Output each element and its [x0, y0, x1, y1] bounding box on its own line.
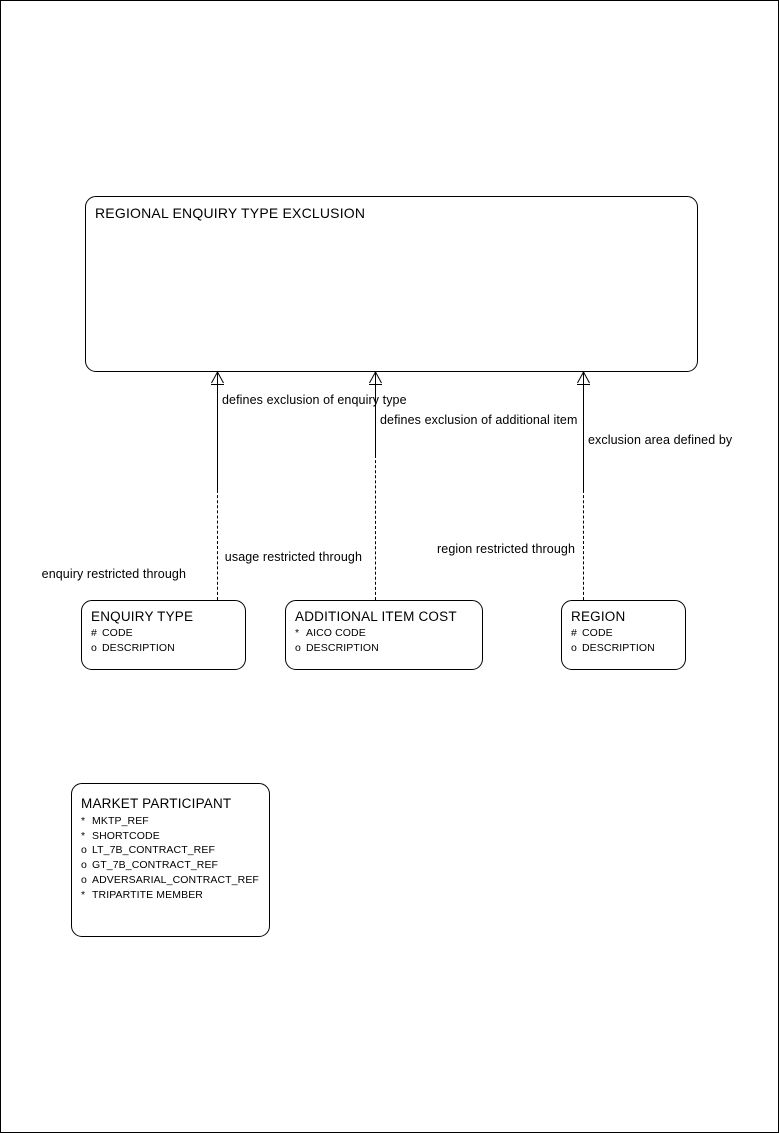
attribute-marker: o: [81, 859, 87, 872]
attribute-list: * MKTP_REF * SHORTCODE o LT_7B_CONTRACT_REF…: [81, 814, 259, 902]
attribute-label: CODE: [582, 627, 613, 639]
attribute-marker: o: [91, 641, 97, 654]
attribute-list: * AICO CODE o DESCRIPTION: [295, 626, 379, 655]
attribute-marker: #: [571, 627, 577, 639]
connector-solid-enquiry-type: [217, 383, 218, 490]
relationship-label-enquiry-restricted-through: enquiry restricted through: [41, 567, 186, 581]
attribute-row: * TRIPARTITE MEMBER: [81, 888, 259, 903]
entity-market-participant[interactable]: MARKET PARTICIPANT * MKTP_REF * SHORTCODE …: [71, 783, 270, 937]
attribute-marker: *: [81, 815, 86, 827]
relationship-label-defines-exclusion-of-enquiry-type: defines exclusion of enquiry type: [222, 393, 407, 407]
entity-title: MARKET PARTICIPANT: [81, 796, 232, 811]
connector-solid-additional-item-cost: [375, 383, 376, 455]
attribute-marker: o: [81, 844, 87, 857]
entity-title: REGION: [571, 609, 626, 624]
crowsfoot-many-icon-additional-item-cost: [367, 371, 384, 385]
attribute-row: * MKTP_REF: [81, 814, 259, 829]
crowsfoot-many-icon-enquiry-type: [209, 371, 226, 385]
attribute-label: DESCRIPTION: [582, 641, 655, 654]
entity-title: ADDITIONAL ITEM COST: [295, 609, 457, 624]
attribute-label: TRIPARTITE MEMBER: [92, 888, 203, 901]
attribute-marker: *: [295, 627, 300, 639]
attribute-marker: o: [81, 873, 87, 886]
attribute-marker: *: [81, 829, 86, 842]
entity-additional-item-cost[interactable]: ADDITIONAL ITEM COST * AICO CODE o DESCRIP…: [285, 600, 483, 670]
attribute-list: # CODE o DESCRIPTION: [91, 626, 175, 655]
relationship-label-region-restricted-through: region restricted through: [437, 542, 575, 556]
attribute-label: CODE: [102, 627, 133, 639]
entity-title: REGIONAL ENQUIRY TYPE EXCLUSION: [95, 205, 366, 221]
attribute-row: * AICO CODE: [295, 626, 379, 641]
attribute-row: o GT_7B_CONTRACT_REF: [81, 858, 259, 873]
relationship-label-exclusion-area-defined-by: exclusion area defined by: [588, 433, 733, 447]
attribute-row: o DESCRIPTION: [295, 641, 379, 656]
entity-title: ENQUIRY TYPE: [91, 609, 194, 624]
attribute-label: SHORTCODE: [92, 829, 160, 842]
attribute-label: MKTP_REF: [92, 815, 149, 827]
attribute-marker: o: [295, 641, 301, 654]
crowsfoot-many-icon-region: [575, 371, 592, 385]
attribute-label: DESCRIPTION: [102, 641, 175, 654]
connector-dashed-enquiry-type: [217, 490, 218, 600]
attribute-marker: *: [81, 888, 86, 901]
attribute-list: # CODE o DESCRIPTION: [571, 626, 655, 655]
attribute-label: ADVERSARIAL_CONTRACT_REF: [92, 873, 259, 886]
attribute-marker: #: [91, 627, 97, 639]
attribute-row: o DESCRIPTION: [571, 641, 655, 656]
connector-dashed-region: [583, 490, 584, 600]
attribute-label: GT_7B_CONTRACT_REF: [92, 859, 219, 872]
connector-solid-region: [583, 383, 584, 490]
attribute-row: # CODE: [571, 626, 655, 641]
entity-region[interactable]: REGION # CODE o DESCRIPTION: [561, 600, 686, 670]
attribute-row: * SHORTCODE: [81, 829, 259, 844]
attribute-label: LT_7B_CONTRACT_REF: [92, 844, 215, 857]
attribute-label: DESCRIPTION: [306, 641, 379, 654]
attribute-row: o DESCRIPTION: [91, 641, 175, 656]
entity-enquiry-type[interactable]: ENQUIRY TYPE # CODE o DESCRIPTION: [81, 600, 246, 670]
attribute-marker: o: [571, 641, 577, 654]
attribute-row: # CODE: [91, 626, 175, 641]
connector-dashed-additional-item-cost: [375, 455, 376, 600]
attribute-row: o LT_7B_CONTRACT_REF: [81, 843, 259, 858]
attribute-label: AICO CODE: [306, 627, 366, 639]
entity-regional-enquiry-type-exclusion[interactable]: REGIONAL ENQUIRY TYPE EXCLUSION: [85, 196, 698, 372]
relationship-label-defines-exclusion-of-additional-item: defines exclusion of additional item: [380, 413, 578, 427]
relationship-label-usage-restricted-through: usage restricted through: [224, 550, 362, 564]
attribute-row: o ADVERSARIAL_CONTRACT_REF: [81, 873, 259, 888]
